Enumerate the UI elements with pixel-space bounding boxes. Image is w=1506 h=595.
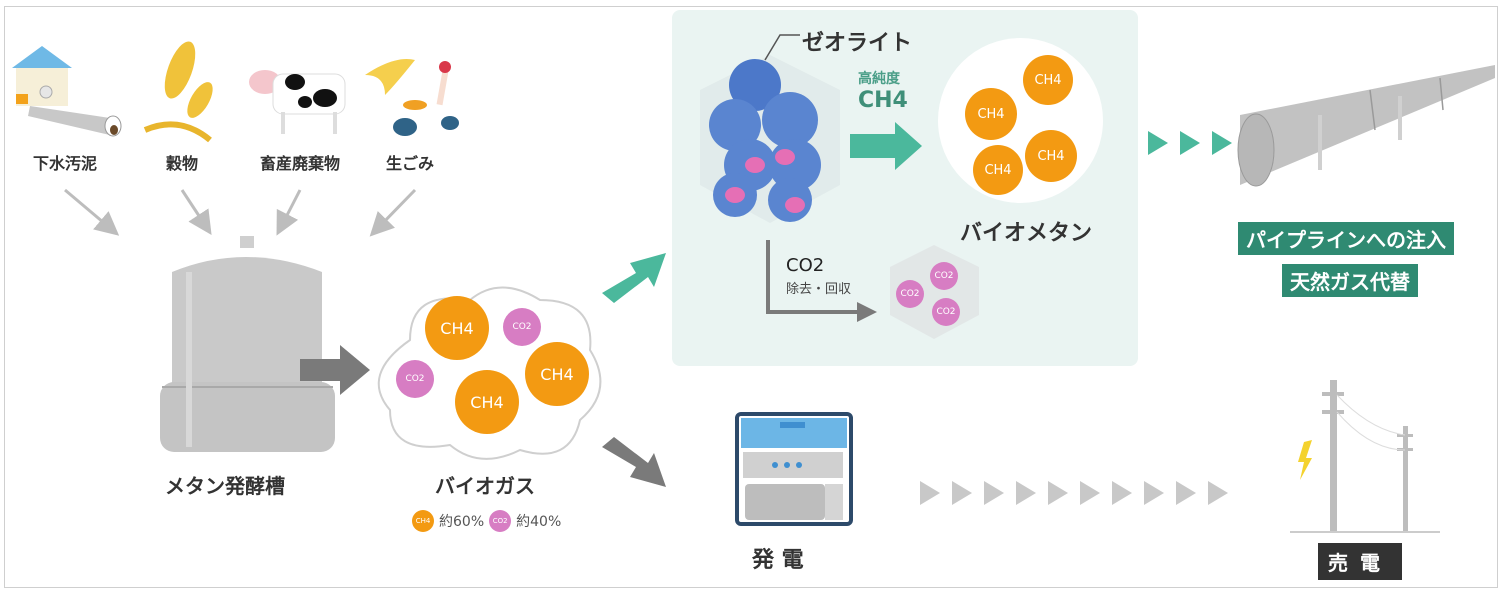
- co2-label: CO2: [786, 255, 825, 276]
- captured-co2-2: CO2: [896, 280, 924, 308]
- source-label-food-waste: 生ごみ: [385, 154, 434, 173]
- arrow-co2-removal: [766, 240, 877, 322]
- biogas-co2-2: CO2: [396, 360, 434, 398]
- sewage-plant-icon: [12, 46, 122, 137]
- arrow-to-zeolite: [602, 253, 666, 303]
- purity-label: 高純度: [858, 71, 900, 87]
- source-label-livestock: 畜産廃棄物: [259, 154, 340, 173]
- arrow-to-biogas: [300, 345, 370, 395]
- generator-label: 発 電: [752, 548, 804, 573]
- biogas-ch4-1: CH4: [425, 296, 489, 360]
- source-sewage: [10, 40, 130, 140]
- ch4-text: CH4: [440, 318, 474, 338]
- chevrons-to-grid: [920, 481, 1228, 505]
- food-waste-icon: [365, 59, 459, 136]
- source-grain: [140, 30, 220, 143]
- cow-icon: [249, 70, 346, 134]
- ch4-text: CH4: [1034, 72, 1062, 88]
- chevrons-to-pipeline: [1148, 131, 1232, 155]
- co2-text: CO2: [936, 307, 956, 317]
- co2-text: CO2: [512, 322, 532, 332]
- source-food-waste: [365, 55, 475, 140]
- sell-power-badge: 売電: [1318, 543, 1402, 580]
- legend-ch4-share: 約60%: [439, 514, 485, 530]
- purity-molecule: CH4: [858, 88, 908, 113]
- co2-text: CO2: [405, 374, 425, 384]
- zeolite-label: ゼオライト: [802, 31, 913, 56]
- biogas-ch4-2: CH4: [525, 342, 589, 406]
- zeolite-icon: [700, 55, 840, 223]
- pipeline-icon: [1237, 65, 1495, 187]
- captured-co2-3: CO2: [932, 298, 960, 326]
- legend-co2-dot: CO2: [489, 510, 512, 532]
- digester-label: メタン発酵槽: [165, 474, 285, 498]
- biogas-label: バイオガス: [435, 474, 535, 498]
- ch4-text: CH4: [977, 106, 1005, 122]
- biomethane-ch4-3: CH4: [1025, 130, 1077, 182]
- co2-text: CO2: [934, 271, 954, 281]
- co2-action-label: 除去・回収: [786, 282, 852, 297]
- source-cow: [245, 60, 355, 140]
- pipeline-injection-badge: パイプラインへの注入: [1238, 222, 1454, 255]
- natural-gas-substitute-badge: 天然ガス代替: [1282, 264, 1418, 297]
- biomethane-ch4-4: CH4: [973, 145, 1023, 195]
- biogas-composition: CH4 約60% CO2 約40%: [412, 510, 561, 532]
- ch4-text: CH4: [1037, 148, 1065, 164]
- captured-co2-1: CO2: [930, 262, 958, 290]
- arrow-to-biomethane: [850, 122, 922, 170]
- generator-icon: [735, 412, 853, 526]
- legend-ch4-dot: CH4: [412, 510, 434, 532]
- arrow-to-generator: [602, 437, 666, 487]
- diagram-frame: [4, 6, 1498, 588]
- digester-tank-icon: [160, 236, 335, 452]
- biogas-ch4-3: CH4: [455, 370, 519, 434]
- power-pole-icon: [1290, 380, 1440, 533]
- ch4-text: CH4: [540, 364, 574, 384]
- ch4-text: CH4: [984, 162, 1012, 178]
- biomethane-ch4-1: CH4: [1023, 55, 1073, 105]
- legend-co2-share: 約40%: [516, 514, 562, 530]
- source-label-grain: 穀物: [165, 154, 198, 173]
- biogas-co2-1: CO2: [503, 308, 541, 346]
- grain-icon: [143, 41, 213, 143]
- co2-text: CO2: [900, 289, 920, 299]
- ch4-text: CH4: [470, 392, 504, 412]
- zeolite-leader-line: [764, 34, 800, 61]
- biomethane-ch4-2: CH4: [965, 88, 1017, 140]
- biomethane-label: バイオメタン: [960, 221, 1093, 246]
- source-label-sewage: 下水汚泥: [32, 154, 97, 173]
